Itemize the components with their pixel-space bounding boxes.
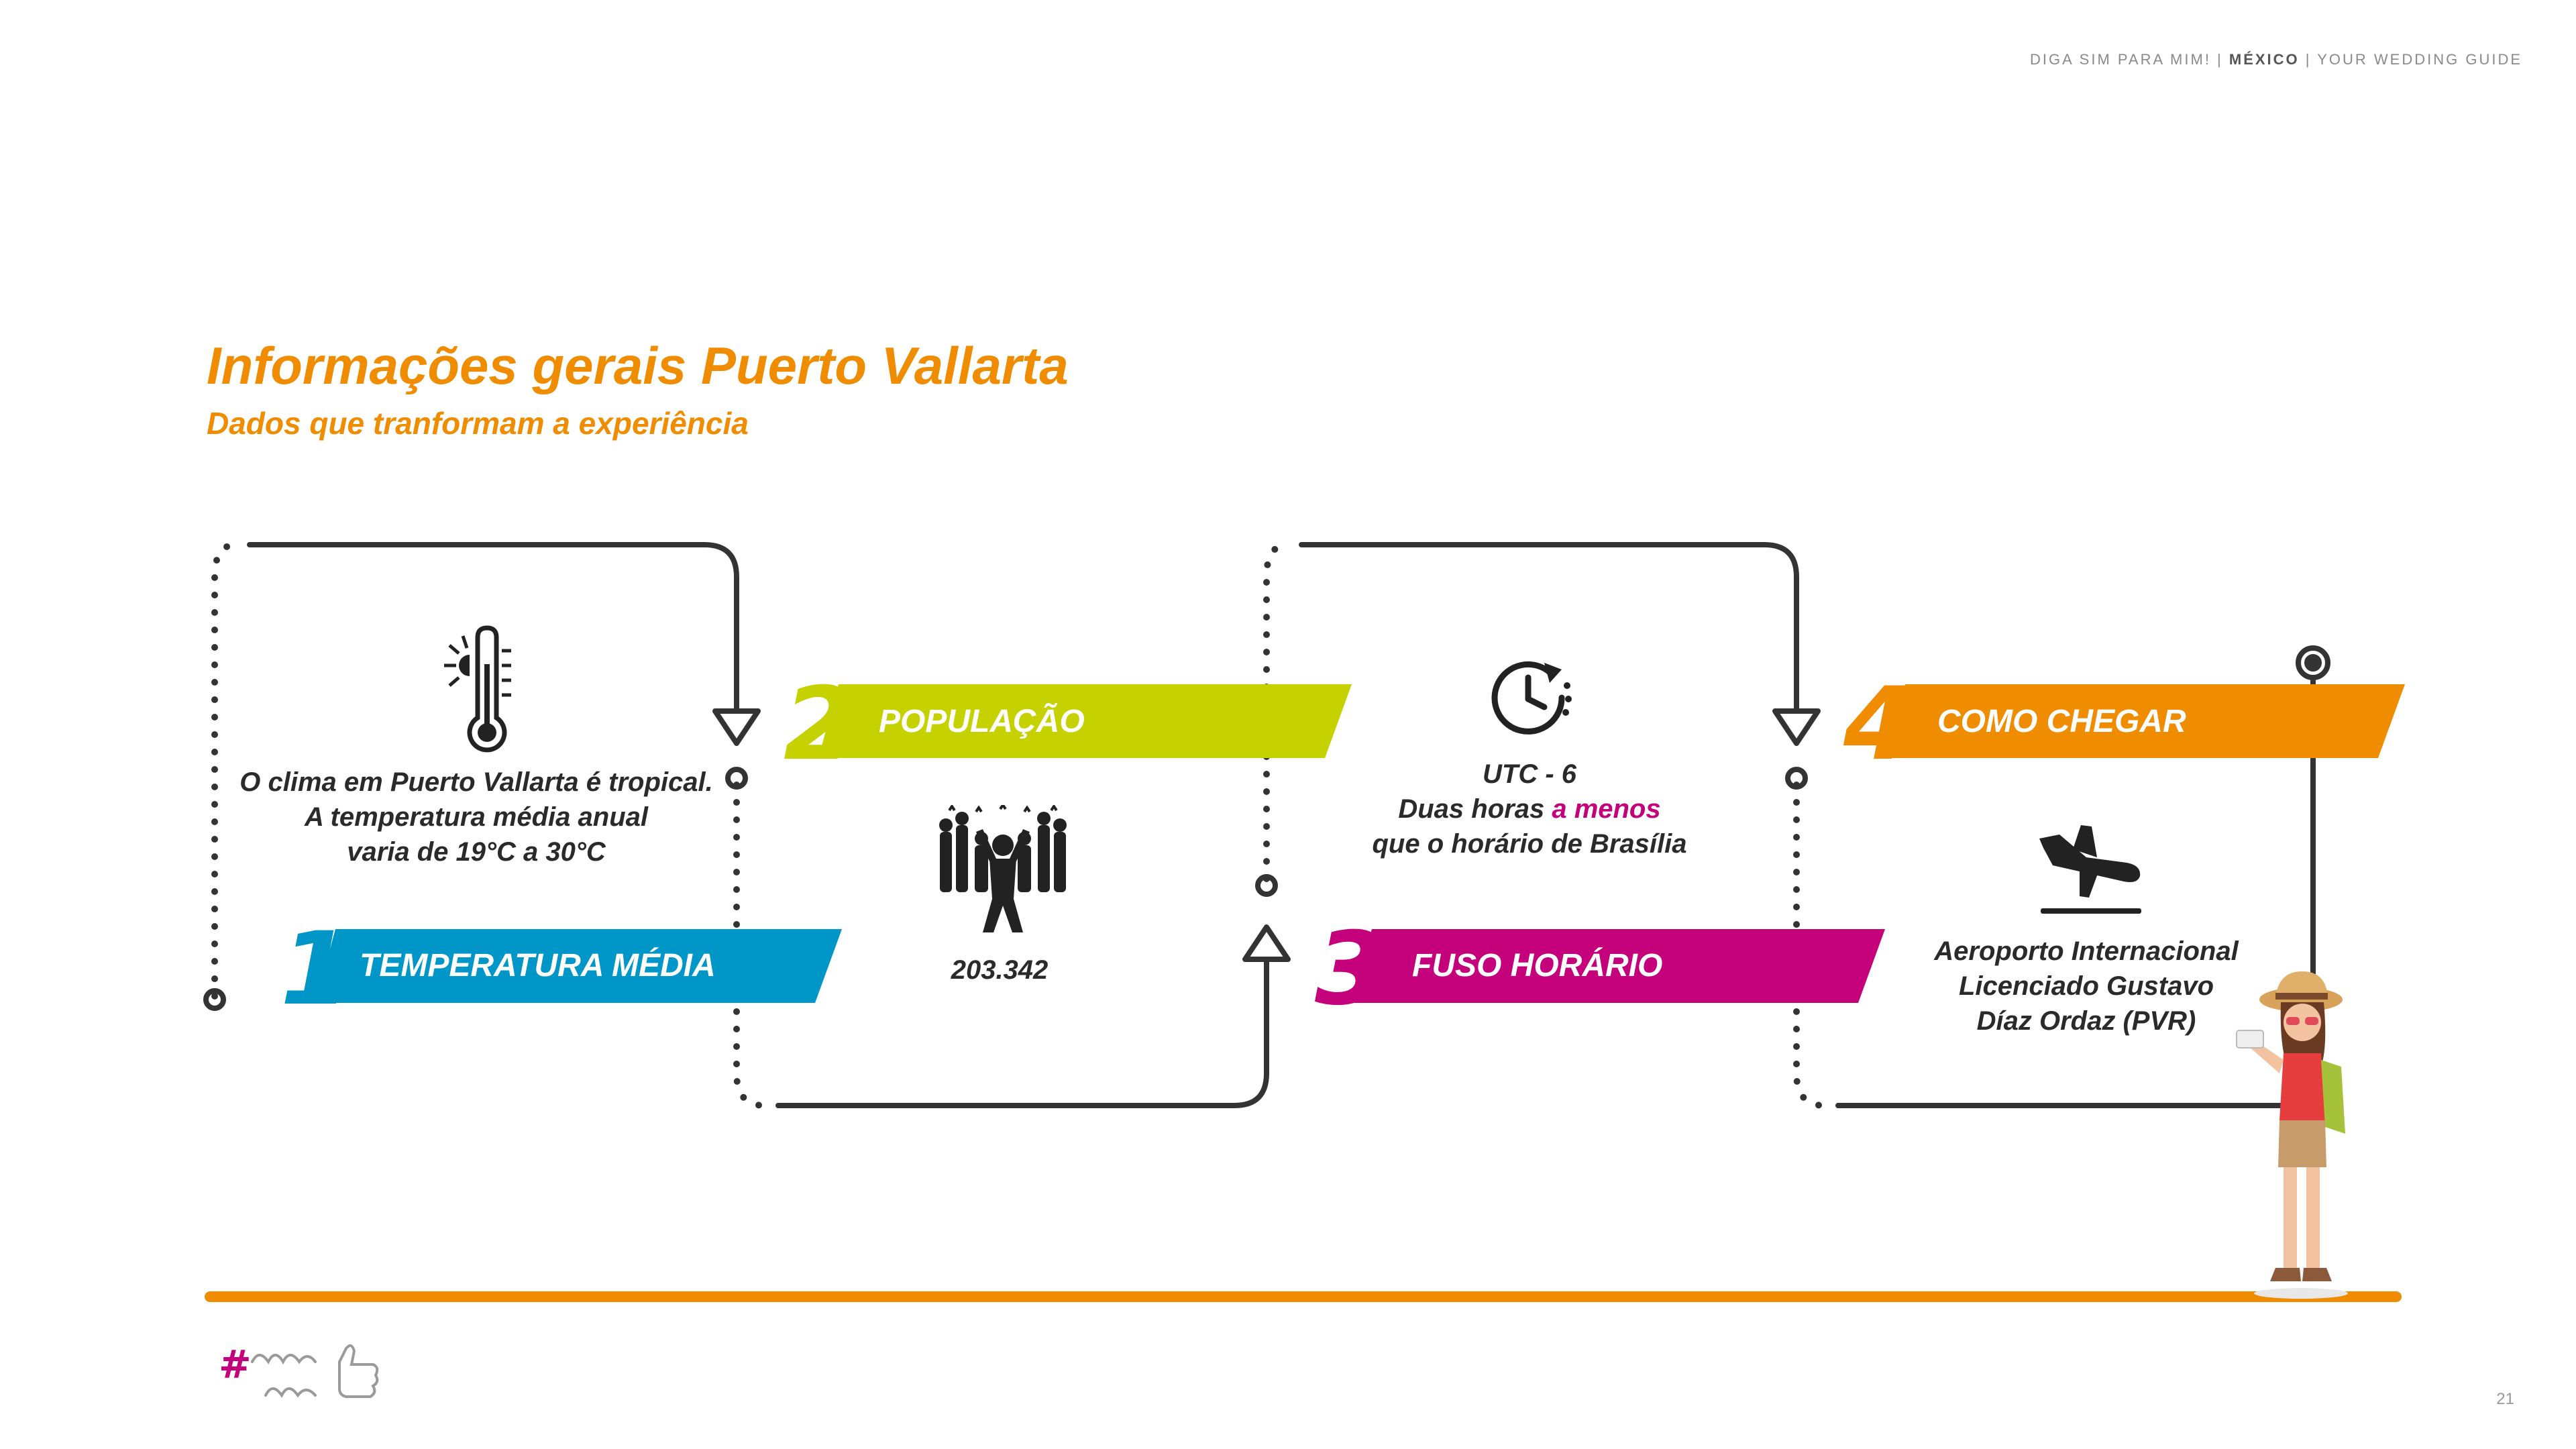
logo-hash: #: [219, 1342, 252, 1387]
step-4-number: 4: [1843, 666, 1914, 783]
step-4-line-2: Licenciado Gustavo: [1958, 971, 2214, 1001]
step-3-accent-text: a menos: [1552, 794, 1661, 824]
step-4-label: COMO CHEGAR: [1937, 704, 2186, 739]
step-3-description: UTC - 6 Duas horas a menos que o horário…: [1328, 757, 1731, 861]
step-3-utc: UTC - 6: [1483, 759, 1576, 789]
step-4-line-3: Díaz Ordaz (PVR): [1976, 1006, 2196, 1036]
connector-dotted-2: [733, 782, 768, 1109]
brand-hashtag-logo: #: [219, 1342, 252, 1387]
arrowhead-down-3: [1772, 708, 1821, 746]
step-3-line-3: que o horário de Brasília: [1372, 829, 1687, 859]
step-1-line-2: A temperatura média anual: [304, 802, 648, 832]
ring-marker-1: [203, 988, 226, 1011]
airplane-landing-icon: [2039, 825, 2141, 914]
page-subtitle: Dados que tranformam a experiência: [207, 406, 749, 441]
ring-marker-4: [1785, 767, 1808, 790]
page-title: Informações gerais Puerto Vallarta: [207, 336, 1069, 395]
banner-2-shape: [818, 684, 1352, 758]
ring-marker-3: [1255, 874, 1278, 897]
step-4-line-1: Aeroporto Internacional: [1934, 936, 2239, 966]
step-1-line-3: varia de 19°C a 30°C: [347, 837, 606, 867]
connector-solid-3: [1299, 542, 1799, 714]
page-number: 21: [2496, 1390, 2514, 1408]
step-3-line-2: Duas horas a menos: [1328, 792, 1731, 826]
step-1-description: O clima em Puerto Vallarta é tropical. A…: [215, 765, 738, 869]
crowd-icon: [939, 805, 1067, 932]
header-guide: | YOUR WEDDING GUIDE: [2299, 51, 2522, 68]
header-brand: DIGA SIM PARA MIM! |: [2029, 51, 2229, 68]
connector-solid-1: [247, 542, 739, 714]
thermometer-icon: [444, 625, 511, 753]
arrowhead-up-2: [1242, 924, 1291, 962]
banner-4-shape: [1885, 684, 2405, 758]
step-1-line-1: O clima em Puerto Vallarta é tropical.: [239, 767, 713, 797]
step-2-population-value: 203.342: [951, 955, 1049, 985]
step-2-number: 2: [784, 666, 854, 783]
step-3-label: FUSO HORÁRIO: [1412, 948, 1663, 983]
thumbs-up-logo-icon: [251, 1344, 379, 1398]
clock-icon: [1491, 661, 1572, 735]
connector-dotted-1: [211, 541, 239, 1000]
step-3-number: 3: [1315, 911, 1385, 1028]
step-1-number: 1: [280, 911, 351, 1028]
connector-solid-2: [775, 957, 1269, 1108]
banner-3-shape: [1352, 929, 1885, 1003]
banner-1-shape: [315, 929, 842, 1003]
connector-dotted-4: [1793, 782, 1828, 1109]
ring-marker-end: [2296, 645, 2330, 680]
ring-marker-2: [725, 767, 748, 790]
arrowhead-down-1: [712, 708, 761, 746]
step-4-description: Aeroporto Internacional Licenciado Gusta…: [1905, 934, 2267, 1038]
step-1-label: TEMPERATURA MÉDIA: [360, 948, 716, 983]
header-country: MÉXICO: [2229, 51, 2300, 68]
step-2-label: POPULAÇÃO: [879, 704, 1085, 739]
traveler-woman-illustration: [2236, 971, 2348, 1299]
header-running-title: DIGA SIM PARA MIM! | MÉXICO | YOUR WEDDI…: [2030, 51, 2522, 68]
step-3-line-2-text: Duas horas: [1398, 794, 1552, 824]
footer-orange-bar: [205, 1291, 2402, 1302]
